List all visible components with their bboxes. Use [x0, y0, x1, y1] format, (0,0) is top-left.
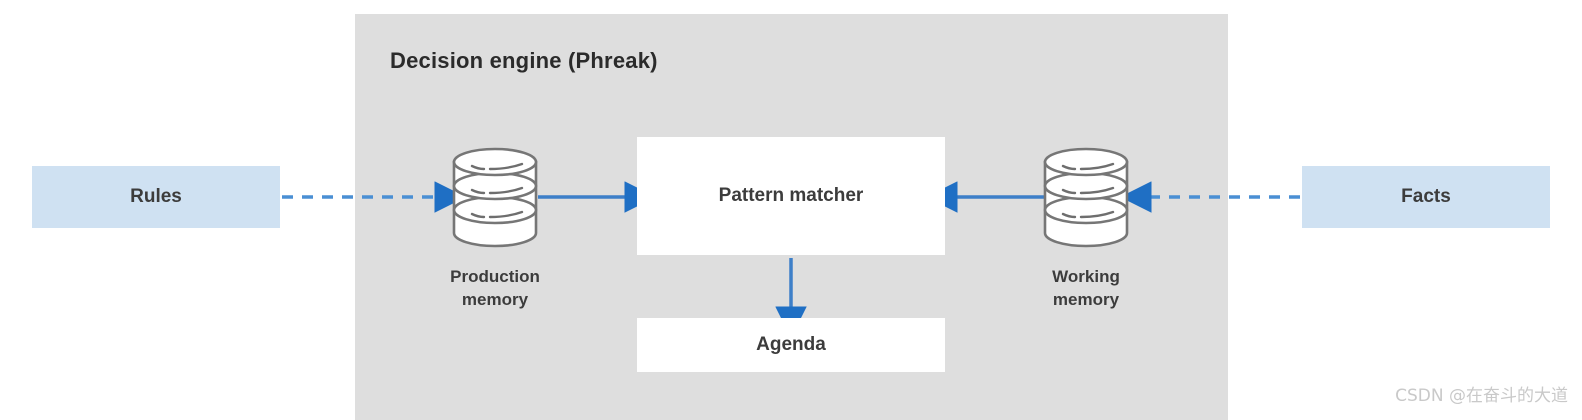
database-icon-working-memory[interactable]: [1041, 140, 1131, 255]
watermark-text: CSDN @在奋斗的大道: [1395, 386, 1568, 406]
production-memory-label: Production memory: [395, 266, 595, 312]
rules-box[interactable]: Rules: [32, 166, 280, 228]
database-icon-production-memory[interactable]: [450, 140, 540, 255]
decision-engine-title: Decision engine (Phreak): [390, 48, 658, 73]
facts-box[interactable]: Facts: [1302, 166, 1550, 228]
working-memory-label-line2: memory: [1052, 289, 1120, 309]
pattern-matcher-label: Pattern matcher: [718, 185, 864, 206]
working-memory-label: Working memory: [986, 266, 1186, 312]
facts-label: Facts: [1401, 186, 1451, 207]
agenda-box[interactable]: Agenda: [637, 318, 945, 372]
production-memory-label-line1: Production: [450, 267, 540, 286]
agenda-label: Agenda: [756, 334, 826, 355]
rules-label: Rules: [130, 186, 182, 207]
working-memory-label-line1: Working: [1052, 267, 1120, 286]
pattern-matcher-box[interactable]: Pattern matcher: [637, 137, 945, 255]
production-memory-label-line2: memory: [461, 289, 529, 309]
